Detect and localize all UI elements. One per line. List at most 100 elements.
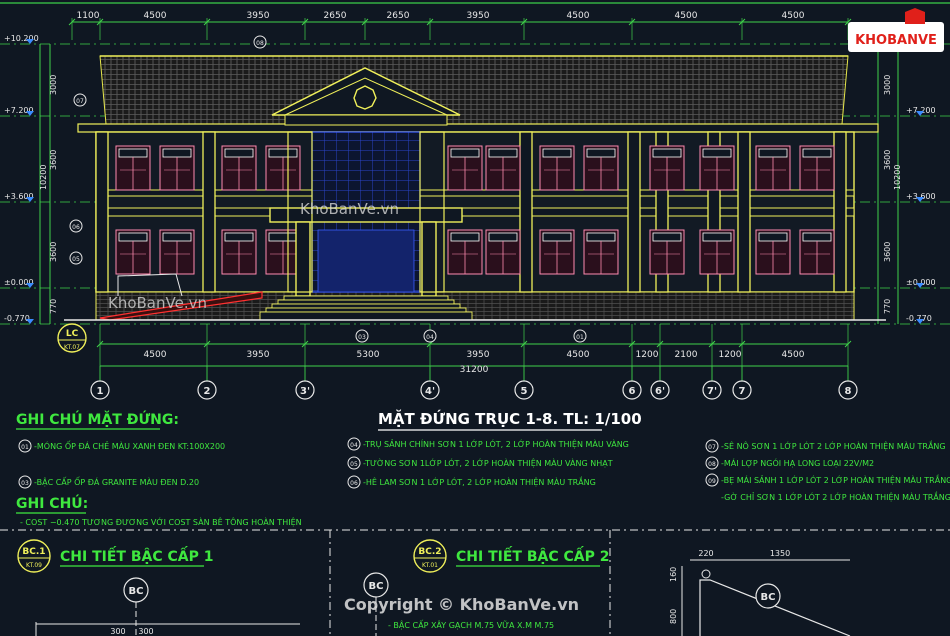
window-8 [649,145,685,191]
window-20 [649,229,685,275]
level-marker-right-3 [916,283,924,288]
callout-lc-bottom: KT.07 [64,344,80,351]
svg-text:08: 08 [256,40,264,47]
right-dim-10200: 10200 [893,165,902,190]
bottom-dim-2: 5300 [357,350,380,360]
note-05: 05 -TƯỜNG SƠN 1LỚP LÓT, 2 LỚP HOÀN THIỆN … [347,456,613,470]
svg-text:06: 06 [350,480,358,487]
khobanve-logo: KHOBANVE [848,8,944,52]
detail1-dim-b: 300 [138,627,153,636]
level-label-left-1: +7.200 [4,106,34,115]
left-dim-3600-lower: 3600 [49,242,58,262]
pilaster-6 [737,131,751,293]
window-1 [159,145,195,191]
detail1-title: CHI TIẾT BẬC CẤP 1 [60,545,213,565]
note-06: 06-HÊ LAM SƠN 1 LỚP LÓT, 2 LỚP HOÀN THIỆ… [347,475,596,489]
window-21 [699,229,735,275]
axis-bubble-6 [650,380,670,400]
level-label-left-0: +10.200 [4,34,39,43]
svg-text:01: 01 [21,444,29,451]
bottom-dim-5: 1200 [636,350,659,360]
side-dimension-labels: 3000 3600 10200 3600 770 3000 3600 10200… [39,75,902,314]
window-9 [699,145,735,191]
window-11 [799,145,835,191]
pilaster-0 [95,131,109,293]
axis-bubble-4 [514,380,534,400]
logo-roof-icon [905,8,925,24]
detail1-tag-top: BC.1 [22,547,45,557]
elevation-title: MẶT ĐỨNG TRỤC 1-8. TL: 1/100 [378,408,642,428]
level-marker-right-2 [916,197,924,202]
entrance-doors [317,229,415,293]
top-dim-8: 4500 [782,11,805,21]
level-label-right-4: -0.770 [906,314,932,323]
top-dim-0: 1100 [77,11,100,21]
detail2-tag-bottom: KT.01 [422,562,438,569]
bottom-dim-8: 4500 [782,350,805,360]
window-16 [447,229,483,275]
window-22 [755,229,791,275]
window-12 [115,229,151,275]
right-dim-770: 770 [883,299,892,314]
roof [77,55,879,133]
notes-list: 01-MÓNG ỐP ĐÁ CHẺ MÀU XANH ĐEN KT:100X20… [18,437,950,503]
watermark-center: KhoBanVe.vn [300,200,399,218]
svg-text:09: 09 [708,478,716,485]
axis-bubble-5 [622,380,642,400]
right-dim-3600-lower: 3600 [883,242,892,262]
note-09: 09-BẸ MÁI SẢNH 1 LỚP LÓT 2 LỚP HOÀN THIỆ… [705,473,950,487]
right-dim-3600-upper: 3600 [883,150,892,170]
right-dim-3000: 3000 [883,75,892,95]
level-marker-left-4 [26,319,34,324]
note-08: 08-MÁI LỢP NGÓI HẠ LONG LOẠI 22V/M2 [705,456,874,470]
svg-text:08: 08 [708,461,716,468]
svg-text:05: 05 [350,461,358,468]
entrance-canopy [269,207,463,223]
logo-text: KHOBANVE [855,33,937,48]
svg-text:07: 07 [708,444,716,451]
window-18 [539,229,575,275]
top-dim-4: 2650 [387,11,410,21]
detail3-dim-b: 1350 [770,549,790,558]
window-10 [755,145,791,191]
window-23 [799,229,835,275]
axis-bubble-3 [420,380,440,400]
detail2-title: CHI TIẾT BẬC CẤP 2 [456,545,609,565]
window-17 [485,229,521,275]
left-dim-770: 770 [49,299,58,314]
tag-06: 06 [69,219,83,233]
window-2 [221,145,257,191]
window-3 [265,145,301,191]
left-dim-3000: 3000 [49,75,58,95]
facade-body [95,131,855,321]
detail1-tag-bottom: KT.09 [26,562,42,569]
level-label-right-3: ±0.000 [906,278,936,287]
svg-text:-TƯỜNG SƠN 1LỚP LÓT, 2 LỚP HOÀ: -TƯỜNG SƠN 1LỚP LÓT, 2 LỚP HOÀN THIỆN MÀ… [363,457,613,469]
detail-bac-cap-2: BC.2 KT.01 CHI TIẾT BẬC CẤP 2 BC - BẬC C… [363,539,609,636]
bottom-dim-4: 4500 [567,350,590,360]
svg-text:06: 06 [72,224,80,231]
top-dim-2: 3950 [247,11,270,21]
level-marker-left-3 [26,283,34,288]
tag-05: 05 [69,251,83,265]
bottom-dim-3: 3950 [467,350,490,360]
watermark-left: KhoBanVe.vn [108,294,207,312]
window-5 [485,145,521,191]
detail3-dim-c: 160 [669,567,678,582]
detail1-dim-a: 300 [110,627,125,636]
axis-bubble-9 [838,380,858,400]
level-marker-right-4 [916,319,924,324]
entrance-column-left [295,221,311,297]
central-gable [271,67,461,126]
window-0 [115,145,151,191]
eave-gutter [77,123,879,133]
axis-bubble-1 [197,380,217,400]
svg-text:04: 04 [426,334,434,341]
top-dim-1: 4500 [144,11,167,21]
detail3-dim-d: 800 [669,609,678,624]
